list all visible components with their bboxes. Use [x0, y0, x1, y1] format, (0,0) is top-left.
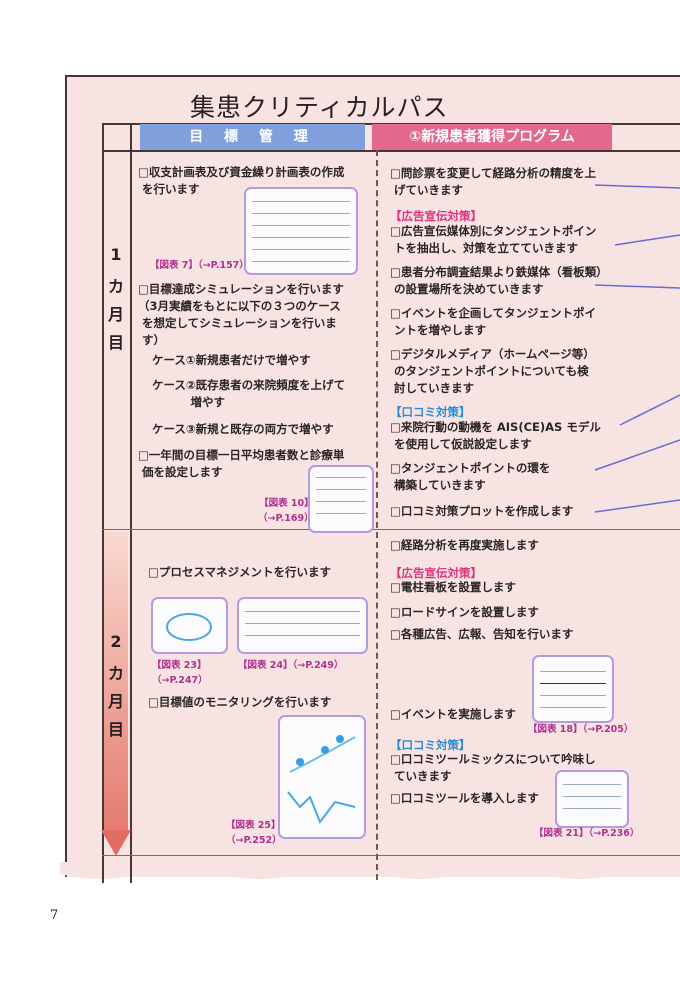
section-heading-word-of-mouth: 【口コミ対策】 [390, 738, 471, 752]
figure-reference: 【図表 23】 （→P.247） [152, 660, 208, 686]
figure-reference: 【図表 18】（→P.205） [528, 724, 634, 735]
task-checkbox-item[interactable]: □広告宣伝媒体別にタンジェントポイン トを抽出し、対策を立てていきます [390, 224, 597, 255]
page-title: 集患クリティカルパス [190, 93, 449, 122]
task-checkbox-item[interactable]: □イベントを実施します [390, 707, 516, 721]
figure-reference: 【図表 21】（→P.236） [534, 828, 640, 839]
task-checkbox-item[interactable]: □口コミツールを導入します [390, 791, 539, 805]
figure-reference: 【図表 24】（→P.249） [238, 660, 344, 671]
month-column-border [130, 123, 132, 883]
task-checkbox-item[interactable]: □問診票を変更して経路分析の精度を上 げていきます [390, 166, 597, 197]
task-checkbox-item[interactable]: □来院行動の動機を AIS(CE)AS モデル を使用して仮説設定します [390, 420, 601, 451]
header-new-patient-program: ①新規患者獲得プログラム [372, 124, 612, 150]
month1-label: 目 [107, 333, 124, 352]
month1-label: 月 [107, 305, 124, 324]
month2-label: 月 [107, 692, 124, 711]
task-checkbox-item[interactable]: □イベントを企画してタンジェントポイ ントを増やします [390, 306, 597, 337]
header-goal-management: 目 標 管 理 [140, 124, 365, 150]
task-checkbox-item[interactable]: □各種広告、広報、告知を行います [390, 627, 574, 641]
task-checkbox-item[interactable]: □経路分析を再度実施します [390, 538, 539, 552]
task-checkbox-item[interactable]: □デジタルメディア（ホームページ等） のタンジェントポイントについても検 討して… [390, 347, 595, 395]
month2-label: 目 [107, 720, 124, 739]
case-text: ケース②既存患者の来院頻度を上げて 増やす [152, 378, 346, 409]
figure-thumbnail [532, 655, 614, 723]
connector-lines [594, 184, 680, 513]
figure-reference: 【図表 25】 （→P.252） [226, 820, 282, 846]
task-checkbox-item[interactable]: □口コミツールミックスについて吟味し ていきます [390, 752, 596, 783]
task-checkbox-item[interactable]: □タンジェントポイントの環を 構築していきます [390, 461, 551, 492]
table-border-left [102, 123, 104, 883]
month2-label: 2 [110, 632, 122, 651]
figure-thumbnail [555, 770, 629, 828]
task-checkbox-item[interactable]: □目標達成シミュレーションを行います （3月実績をもとに以下の３つのケース を想… [138, 282, 344, 347]
month1-label: 1 [110, 245, 122, 264]
month2-label: カ [107, 664, 124, 683]
case-text: ケース①新規患者だけで増やす [152, 353, 311, 367]
month-divider [102, 529, 680, 530]
section-heading-advertising: 【広告宣伝対策】 [390, 566, 482, 580]
wavy-edge [60, 862, 680, 879]
task-checkbox-item[interactable]: □目標値のモニタリングを行います [148, 695, 332, 709]
month-divider [102, 855, 680, 856]
task-checkbox-item[interactable]: □ロードサインを設置します [390, 605, 539, 619]
figure-reference: 【図表 10】 （→P.169） [258, 498, 314, 524]
timeline-arrow [104, 532, 128, 832]
case-text: ケース③新規と既存の両方で増やす [152, 422, 334, 436]
task-checkbox-item[interactable]: □電柱看板を設置します [390, 580, 516, 594]
arrow-head-icon [101, 830, 131, 856]
task-checkbox-item[interactable]: □患者分布調査結果より鉄媒体（看板類） の設置場所を決めていきます [390, 265, 608, 296]
task-checkbox-item[interactable]: □口コミ対策プロットを作成します [390, 504, 574, 518]
section-heading-word-of-mouth: 【口コミ対策】 [390, 405, 471, 419]
page-number: 7 [50, 908, 59, 923]
figure-thumbnail [244, 187, 358, 275]
header-bottom-line [102, 150, 680, 152]
column-divider [376, 150, 378, 880]
task-checkbox-item[interactable]: □プロセスマネジメントを行います [148, 565, 332, 579]
section-heading-advertising: 【広告宣伝対策】 [390, 209, 482, 223]
figure-thumbnail [278, 715, 366, 839]
figure-thumbnail [237, 597, 368, 654]
figure-reference: 【図表 7】（→P.157） [150, 260, 249, 271]
figure-thumbnail [308, 465, 374, 533]
figure-thumbnail [151, 597, 228, 654]
task-checkbox-item[interactable]: □収支計画表及び資金繰り計画表の作成 を行います [138, 165, 345, 196]
month1-label: カ [107, 277, 124, 296]
task-checkbox-item[interactable]: □一年間の目標一日平均患者数と診療単 価を設定します [138, 448, 345, 479]
